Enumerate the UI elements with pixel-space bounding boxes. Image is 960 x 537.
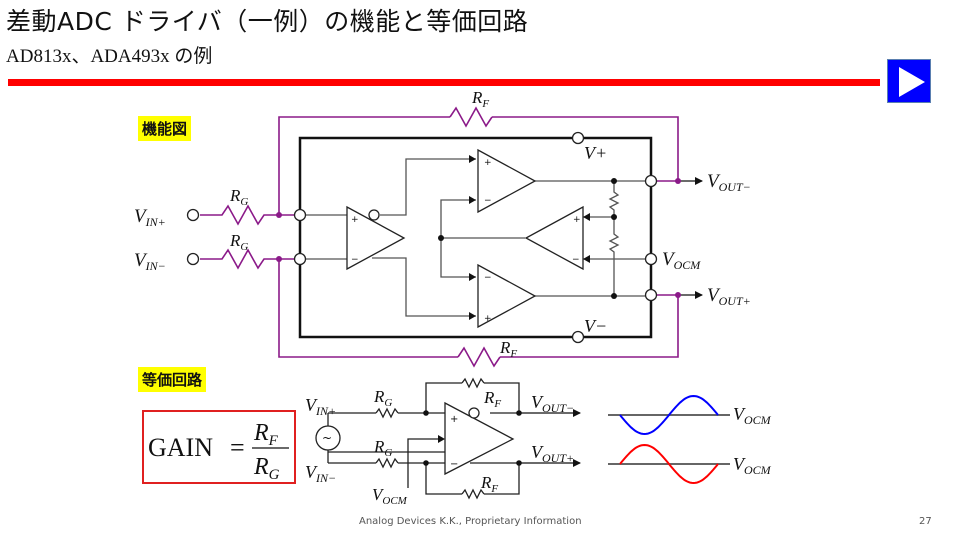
rf-label: RF xyxy=(483,388,501,410)
op-plus-sign: + xyxy=(484,314,492,324)
next-slide-button[interactable] xyxy=(887,59,931,103)
op-plus-sign: + xyxy=(573,215,581,225)
gain-denominator: RG xyxy=(253,454,280,483)
rg-bottom-resistor xyxy=(200,248,300,270)
equivalent-circuit-label: 等価回路 xyxy=(138,367,207,392)
junction-dot xyxy=(423,410,429,416)
vin-minus-terminal xyxy=(186,252,200,266)
input-amplifier xyxy=(346,205,406,271)
op-minus-sign: − xyxy=(484,273,492,283)
ic-pin xyxy=(293,208,307,222)
rf-top-resistor xyxy=(449,106,493,128)
slide-subtitle: AD813x、ADA493x の例 xyxy=(6,46,213,67)
page-number: 27 xyxy=(919,516,932,527)
vminus-label: V− xyxy=(584,316,607,336)
junction-dot xyxy=(675,292,681,298)
inverting-bubble xyxy=(368,209,380,221)
title-divider xyxy=(8,79,880,86)
vout-plus-label: VOUT+ xyxy=(531,442,574,465)
vocm-label: VOCM xyxy=(372,485,408,507)
divider-resistor xyxy=(608,217,620,296)
vout-plus-label: VOUT+ xyxy=(707,285,751,308)
junction-dot xyxy=(675,178,681,184)
rg-label: RG xyxy=(373,387,392,409)
divider-resistor xyxy=(608,181,620,217)
vocm-wave-label: VOCM xyxy=(733,404,772,427)
junction-dot xyxy=(611,178,617,184)
upper-amplifier xyxy=(477,148,537,214)
gain-formula-box: GAIN = RF RG xyxy=(142,410,296,484)
rg-label: RG xyxy=(229,186,248,208)
rf-bottom-resistor xyxy=(457,346,501,368)
rf-bottom-resistor xyxy=(461,488,485,500)
vocm-pin xyxy=(644,252,658,266)
vin-plus-label: VIN+ xyxy=(134,206,166,229)
lower-amplifier xyxy=(477,263,537,329)
rf-top-resistor xyxy=(461,377,485,389)
ic-pin xyxy=(644,288,658,302)
ic-pin xyxy=(293,252,307,266)
junction-dot xyxy=(423,460,429,466)
cm-amplifier xyxy=(524,205,584,271)
rg-bottom-resistor xyxy=(375,457,399,469)
op-plus-sign: + xyxy=(351,215,359,225)
vout-minus-label: VOUT− xyxy=(707,171,751,194)
junction-dot xyxy=(516,410,522,416)
slide-title: 差動ADC ドライバ（一例）の機能と等価回路 xyxy=(6,7,529,36)
vocm-wave-label: VOCM xyxy=(733,454,772,477)
ic-package-outline xyxy=(298,136,653,339)
gain-numerator: RF xyxy=(253,420,279,449)
play-triangle-icon xyxy=(899,67,925,97)
rg-top-resistor xyxy=(200,204,300,226)
junction-dot xyxy=(276,212,282,218)
rg-label: RG xyxy=(229,231,248,253)
junction-dot xyxy=(611,293,617,299)
external-wiring xyxy=(200,106,679,368)
vocm-label: VOCM xyxy=(662,249,701,272)
vin-minus-label: VIN− xyxy=(305,462,336,485)
equals-sign: = xyxy=(230,433,245,462)
ic-pin xyxy=(644,174,658,188)
vin-plus-label: VIN+ xyxy=(305,395,336,418)
vin-minus-label: VIN− xyxy=(134,250,166,273)
rg-top-resistor xyxy=(375,407,399,419)
vminus-pin xyxy=(571,330,585,344)
gain-label: GAIN xyxy=(148,433,213,462)
ac-source-icon xyxy=(315,425,341,451)
rg-label: RG xyxy=(373,437,392,459)
op-minus-sign: − xyxy=(450,459,458,470)
rf-label: RF xyxy=(480,473,498,495)
ac-source-symbol: ~ xyxy=(322,431,332,445)
vout-plus-waveform xyxy=(619,443,719,485)
rf-bottom-label: RF xyxy=(499,338,517,360)
junction-dot xyxy=(276,256,282,262)
diff-amplifier xyxy=(444,401,515,476)
op-minus-sign: − xyxy=(484,196,492,206)
vin-plus-terminal xyxy=(186,208,200,222)
equivalent-circuit: + − ~ VIN+ VIN− RG RG RF RF VOCM VOUT− V… xyxy=(305,377,772,507)
op-minus-sign: − xyxy=(351,255,359,265)
op-plus-sign: + xyxy=(450,414,458,425)
vout-minus-waveform xyxy=(619,394,719,436)
inverting-bubble xyxy=(468,407,480,419)
junction-dot xyxy=(611,214,617,220)
op-plus-sign: + xyxy=(484,158,492,168)
op-minus-sign: − xyxy=(572,255,580,265)
junction-dot xyxy=(516,460,522,466)
junction-dot xyxy=(438,235,444,241)
vout-minus-label: VOUT− xyxy=(531,392,574,415)
vplus-pin xyxy=(571,131,585,145)
rf-top-label: RF xyxy=(471,88,489,110)
vplus-label: V+ xyxy=(584,143,607,163)
functional-diagram: + − + − − + + − VIN+ VIN− RG RG RF RF V+ xyxy=(134,88,751,368)
footer-text: Analog Devices K.K., Proprietary Informa… xyxy=(359,516,582,527)
functional-diagram-label: 機能図 xyxy=(138,116,192,141)
